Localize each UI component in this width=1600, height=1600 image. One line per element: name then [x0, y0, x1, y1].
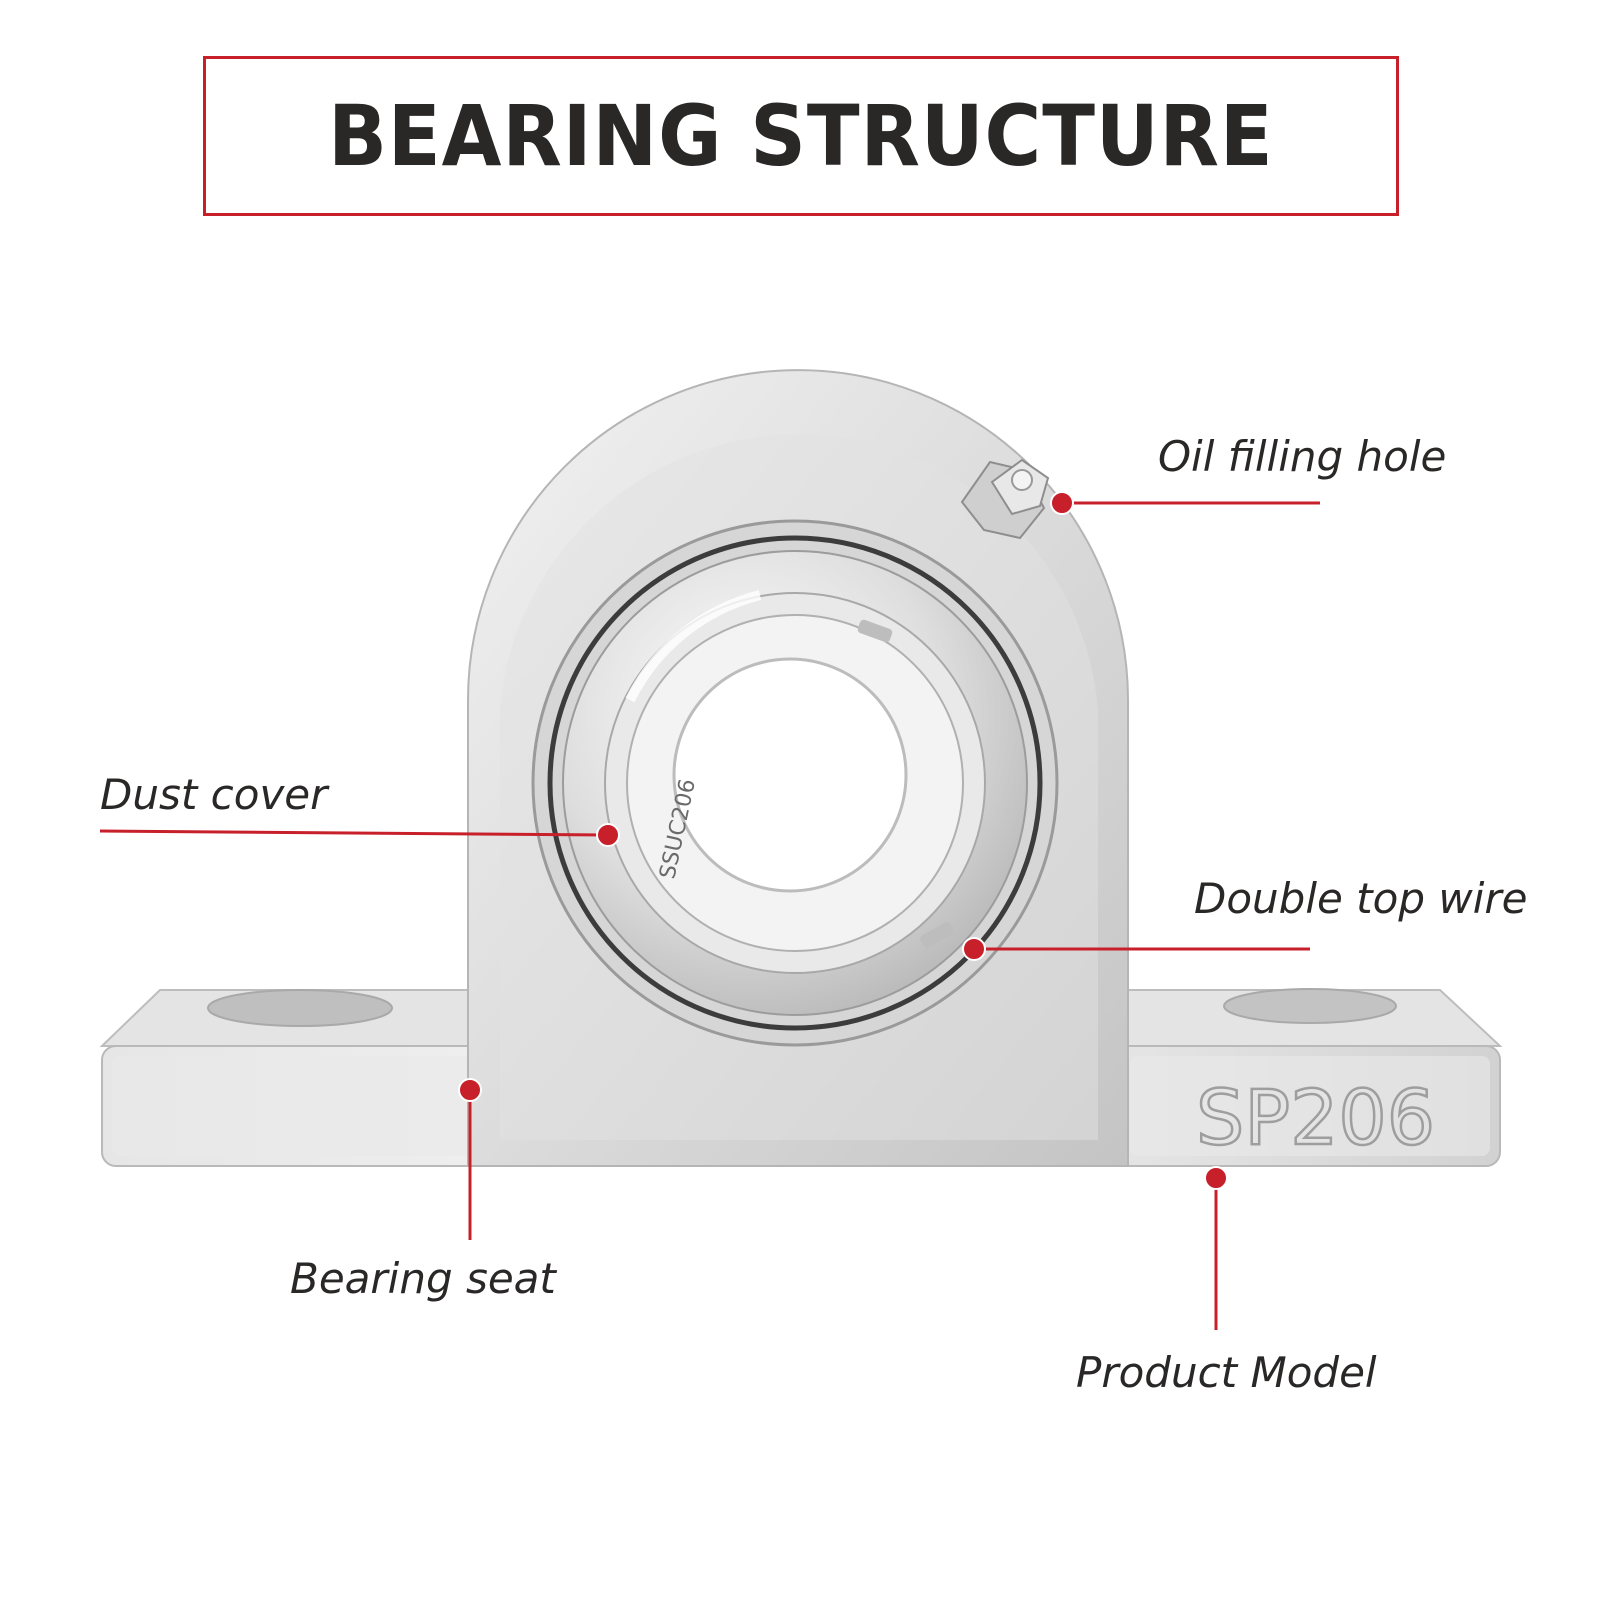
callout-dot-product-model: [1204, 1166, 1228, 1190]
label-dust-cover: Dust cover: [100, 770, 328, 819]
label-product-model: Product Model: [1076, 1348, 1377, 1397]
callout-dot-oil-filling-hole: [1050, 491, 1074, 515]
label-oil-filling-hole: Oil filling hole: [1158, 432, 1447, 481]
leader-line-dust-cover: [99, 829, 609, 837]
callout-dots: [458, 491, 1228, 1190]
label-bearing-seat: Bearing seat: [290, 1254, 556, 1303]
grease-nipple-icon: [960, 458, 1050, 540]
label-double-top-wire: Double top wire: [1194, 874, 1528, 923]
callout-dot-bearing-seat: [458, 1078, 482, 1102]
title-box: BEARING STRUCTURE: [203, 56, 1399, 216]
callout-dot-dust-cover: [596, 823, 620, 847]
callout-dot-double-top-wire: [962, 937, 986, 961]
callout-lines: [99, 501, 1320, 1330]
housing-marking-text: SP206: [1196, 1073, 1435, 1162]
bearing-insert: [531, 519, 1059, 1047]
page-title: BEARING STRUCTURE: [328, 87, 1274, 185]
